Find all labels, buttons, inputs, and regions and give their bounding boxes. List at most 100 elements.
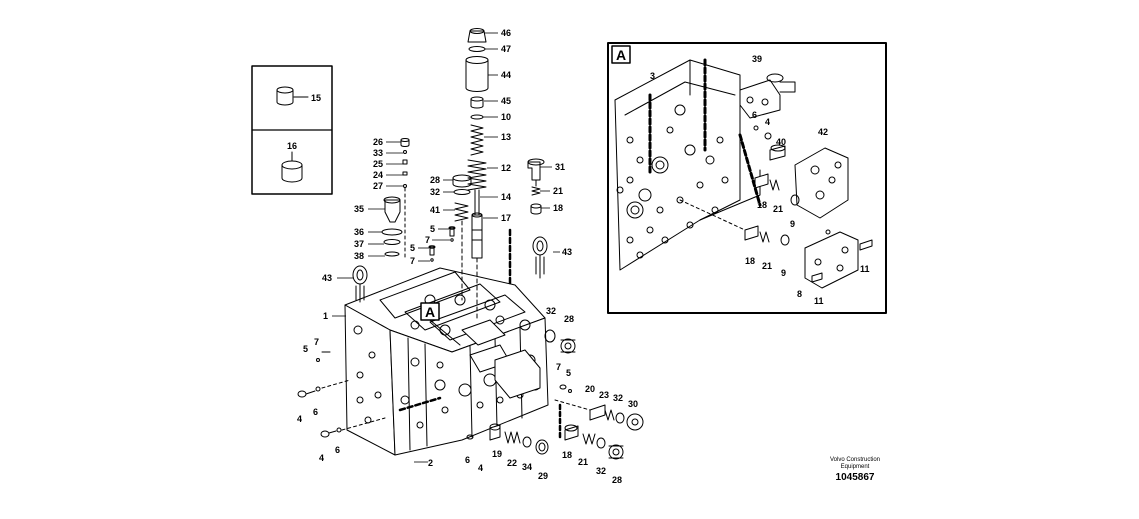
callout-18: 18 [553, 203, 563, 213]
right-upper-plugs [544, 329, 576, 354]
inset-callout-4: 4 [765, 117, 770, 127]
callout-6: 6 [313, 407, 318, 417]
part-21-spring [531, 186, 541, 196]
callout-43: 43 [322, 273, 332, 283]
callout-21: 21 [553, 186, 563, 196]
callout-25: 25 [373, 159, 383, 169]
callout-7: 7 [314, 337, 319, 347]
right-plug-row [554, 384, 644, 431]
caption-line-1: Volvo Construction [829, 457, 881, 463]
inset-callout-11: 11 [860, 264, 870, 274]
inset-callout-21: 21 [762, 261, 772, 271]
callout-5: 5 [303, 344, 308, 354]
callout-27: 27 [373, 181, 383, 191]
main-valve-block [344, 267, 549, 456]
eye-bolt-left [352, 265, 368, 303]
callout-4: 4 [319, 453, 324, 463]
inset-callout-42: 42 [818, 127, 828, 137]
inset-callout-11: 11 [814, 296, 824, 306]
callout-6: 6 [465, 455, 470, 465]
inset-callout-8: 8 [797, 289, 802, 299]
callout-34: 34 [522, 462, 532, 472]
callout-29: 29 [538, 471, 548, 481]
manufacturer-caption: Volvo Construction Equipment [815, 457, 895, 471]
bottom-plug-row-1 [466, 423, 549, 455]
callout-7: 7 [425, 235, 430, 245]
callout-18: 18 [562, 450, 572, 460]
callout-47: 47 [501, 44, 511, 54]
callout-30: 30 [628, 399, 638, 409]
callout-44: 44 [501, 70, 511, 80]
callout-5: 5 [566, 368, 571, 378]
part-18-plug [530, 203, 542, 215]
callout-1: 1 [323, 311, 328, 321]
callout-19: 19 [492, 449, 502, 459]
inset-callout-21: 21 [773, 204, 783, 214]
callout-32: 32 [596, 466, 606, 476]
inset-callout-6: 6 [752, 110, 757, 120]
callout-20: 20 [585, 384, 595, 394]
inset-plugs-18-21 [744, 173, 831, 246]
part-31 [527, 158, 545, 187]
callout-46: 46 [501, 28, 511, 38]
inset-cover-42 [794, 147, 849, 219]
callout-35: 35 [354, 204, 364, 214]
callout-4: 4 [297, 414, 302, 424]
callout-7: 7 [410, 256, 415, 266]
callout-14: 14 [501, 192, 511, 202]
callout-5: 5 [430, 224, 435, 234]
callout-28: 28 [612, 475, 622, 485]
callout-23: 23 [599, 390, 609, 400]
eye-bolt-right [532, 236, 548, 279]
top-plug-stack [465, 28, 489, 321]
callout-4: 4 [478, 463, 483, 473]
inset-callout-9: 9 [781, 268, 786, 278]
callout-17: 17 [501, 213, 511, 223]
caption-line-2: Equipment [840, 464, 870, 470]
inset-label-A: A [616, 47, 626, 63]
callout-12: 12 [501, 163, 511, 173]
callout-41: 41 [430, 205, 440, 215]
part-number: 1045867 [835, 472, 875, 483]
callout-37: 37 [354, 239, 364, 249]
callout-32: 32 [430, 187, 440, 197]
small-parts-box [251, 65, 333, 195]
leader-lines [332, 32, 560, 463]
inset-valve-block [614, 59, 761, 271]
callout-45: 45 [501, 96, 511, 106]
inset-callout-9: 9 [790, 219, 795, 229]
callout-13: 13 [501, 132, 511, 142]
callout-26: 26 [373, 137, 383, 147]
callout-numbers: 46 47 44 45 10 13 12 14 17 31 21 18 28 3… [287, 28, 870, 485]
callout-15: 15 [311, 93, 321, 103]
callout-2: 2 [428, 458, 433, 468]
part-15-sleeve [276, 86, 309, 106]
inset-plate-8 [804, 231, 873, 289]
inset-callout-3: 3 [650, 71, 655, 81]
bottom-plug-row-2 [564, 424, 624, 460]
inset-callout-39: 39 [752, 54, 762, 64]
callout-16: 16 [287, 141, 297, 151]
callout-label-A: A [425, 304, 435, 320]
callout-10: 10 [501, 112, 511, 122]
callout-36: 36 [354, 227, 364, 237]
callout-32: 32 [546, 306, 556, 316]
inset-callout-18: 18 [757, 200, 767, 210]
callout-22: 22 [507, 458, 517, 468]
callout-28: 28 [430, 175, 440, 185]
inset-callout-18: 18 [745, 256, 755, 266]
callout-5: 5 [410, 243, 415, 253]
callout-33: 33 [373, 148, 383, 158]
callout-6: 6 [335, 445, 340, 455]
callout-31: 31 [555, 162, 565, 172]
callout-32: 32 [613, 393, 623, 403]
callout-43: 43 [562, 247, 572, 257]
part-16-sleeve [281, 151, 303, 183]
inset-valve-39 [739, 73, 796, 119]
small-bolts-top [428, 226, 456, 262]
inset-small-parts-6-4-40 [753, 125, 786, 161]
callout-21: 21 [578, 457, 588, 467]
left-bolts [297, 351, 386, 438]
